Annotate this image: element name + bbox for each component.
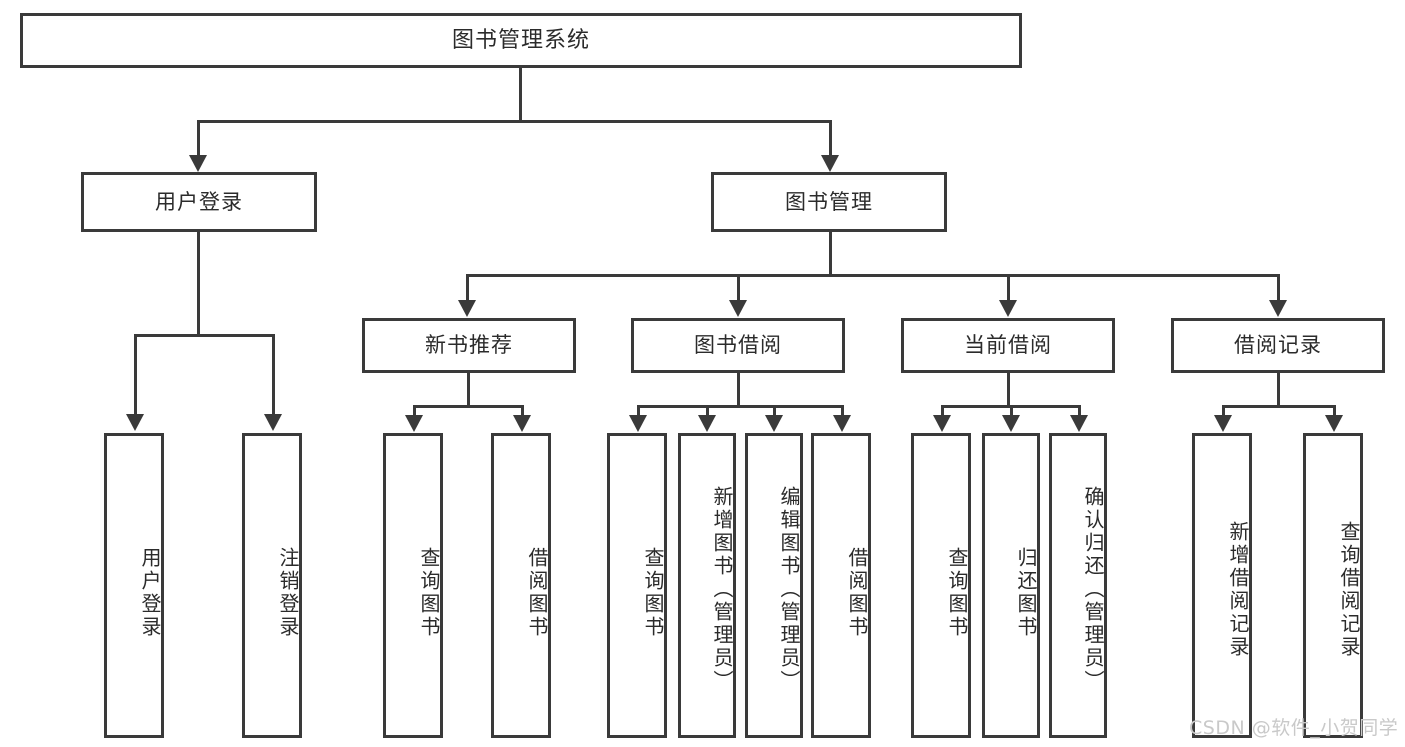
edge-current-borrow-trunk: [1007, 373, 1010, 407]
edge-book-borrow-bus: [637, 405, 844, 408]
arrowhead-book-borrow-leaf-2: [765, 415, 783, 432]
edge-root-to-user-login: [197, 120, 200, 158]
leaf-book-borrow-query-book[interactable]: 查询图书: [607, 433, 667, 738]
arrowhead-l2-0: [458, 300, 476, 317]
arrowhead-l2-2: [999, 300, 1017, 317]
edge-root-to-book-manage: [829, 120, 832, 158]
arrowhead-book-borrow-leaf-3: [833, 415, 851, 432]
leaf-user-login-login[interactable]: 用户登录: [104, 433, 164, 738]
edge-book-borrow-to-leaf-0: [637, 405, 640, 419]
edge-book-manage-to-l2-2: [1007, 274, 1010, 302]
edge-borrow-record-trunk: [1277, 373, 1280, 407]
edge-book-manage-to-l2-3: [1277, 274, 1280, 302]
arrowhead-current-borrow-leaf-2: [1070, 415, 1088, 432]
edge-book-borrow-to-leaf-3: [841, 405, 844, 419]
arrowhead-user-login-leaf-1: [264, 414, 282, 431]
node-new-book-recommend[interactable]: 新书推荐: [362, 318, 576, 373]
leaf-borrow-record-query-record[interactable]: 查询借阅记录: [1303, 433, 1363, 738]
arrowhead-l2-1: [729, 300, 747, 317]
edge-book-borrow-to-leaf-1: [706, 405, 709, 419]
arrowhead-new-book-leaf-1: [513, 415, 531, 432]
arrowhead-current-borrow-leaf-0: [933, 415, 951, 432]
edge-current-borrow-to-leaf-2: [1078, 405, 1081, 419]
leaf-user-login-logout[interactable]: 注销登录: [242, 433, 302, 738]
edge-borrow-record-to-leaf-1: [1333, 405, 1336, 419]
edge-current-borrow-to-leaf-0: [941, 405, 944, 419]
leaf-current-borrow-query-book[interactable]: 查询图书: [911, 433, 971, 738]
edge-user-login-to-leaf-1: [272, 334, 275, 416]
arrowhead-book-manage: [821, 155, 839, 172]
edge-book-manage-to-l2-0: [466, 274, 469, 302]
arrowhead-borrow-record-leaf-1: [1325, 415, 1343, 432]
node-user-login[interactable]: 用户登录: [81, 172, 317, 232]
node-book-borrow[interactable]: 图书借阅: [631, 318, 845, 373]
arrowhead-user-login: [189, 155, 207, 172]
node-root-system[interactable]: 图书管理系统: [20, 13, 1022, 68]
edge-book-borrow-trunk: [737, 373, 740, 407]
leaf-current-borrow-confirm-return-admin[interactable]: 确认归还（管理员）: [1049, 433, 1107, 738]
edge-book-borrow-to-leaf-2: [773, 405, 776, 419]
edge-new-book-bus: [413, 405, 523, 408]
leaf-book-borrow-borrow-book[interactable]: 借阅图书: [811, 433, 871, 738]
edge-current-borrow-to-leaf-1: [1010, 405, 1013, 419]
edge-book-manage-trunk: [829, 232, 832, 276]
edge-book-manage-to-l2-1: [737, 274, 740, 302]
edge-new-book-to-leaf-0: [413, 405, 416, 419]
leaf-book-borrow-add-book-admin[interactable]: 新增图书（管理员）: [678, 433, 736, 738]
edge-new-book-trunk: [467, 373, 470, 407]
edge-user-login-to-leaf-0: [134, 334, 137, 416]
leaf-new-book-query-book[interactable]: 查询图书: [383, 433, 443, 738]
node-current-borrow[interactable]: 当前借阅: [901, 318, 1115, 373]
leaf-current-borrow-return-book[interactable]: 归还图书: [982, 433, 1040, 738]
arrowhead-book-borrow-leaf-1: [698, 415, 716, 432]
edge-borrow-record-to-leaf-0: [1222, 405, 1225, 419]
arrowhead-book-borrow-leaf-0: [629, 415, 647, 432]
edge-user-login-trunk: [197, 232, 200, 336]
edge-user-login-bus: [134, 334, 275, 337]
leaf-book-borrow-edit-book-admin[interactable]: 编辑图书（管理员）: [745, 433, 803, 738]
node-book-manage[interactable]: 图书管理: [711, 172, 947, 232]
arrowhead-borrow-record-leaf-0: [1214, 415, 1232, 432]
edge-root-trunk: [519, 68, 522, 120]
edge-book-manage-bus: [466, 274, 1280, 277]
leaf-borrow-record-add-record[interactable]: 新增借阅记录: [1192, 433, 1252, 738]
edge-root-bus: [197, 120, 832, 123]
edge-borrow-record-bus: [1222, 405, 1335, 408]
arrowhead-new-book-leaf-0: [405, 415, 423, 432]
arrowhead-user-login-leaf-0: [126, 414, 144, 431]
edge-new-book-to-leaf-1: [521, 405, 524, 419]
arrowhead-current-borrow-leaf-1: [1002, 415, 1020, 432]
leaf-new-book-borrow-book[interactable]: 借阅图书: [491, 433, 551, 738]
arrowhead-l2-3: [1269, 300, 1287, 317]
node-borrow-record[interactable]: 借阅记录: [1171, 318, 1385, 373]
